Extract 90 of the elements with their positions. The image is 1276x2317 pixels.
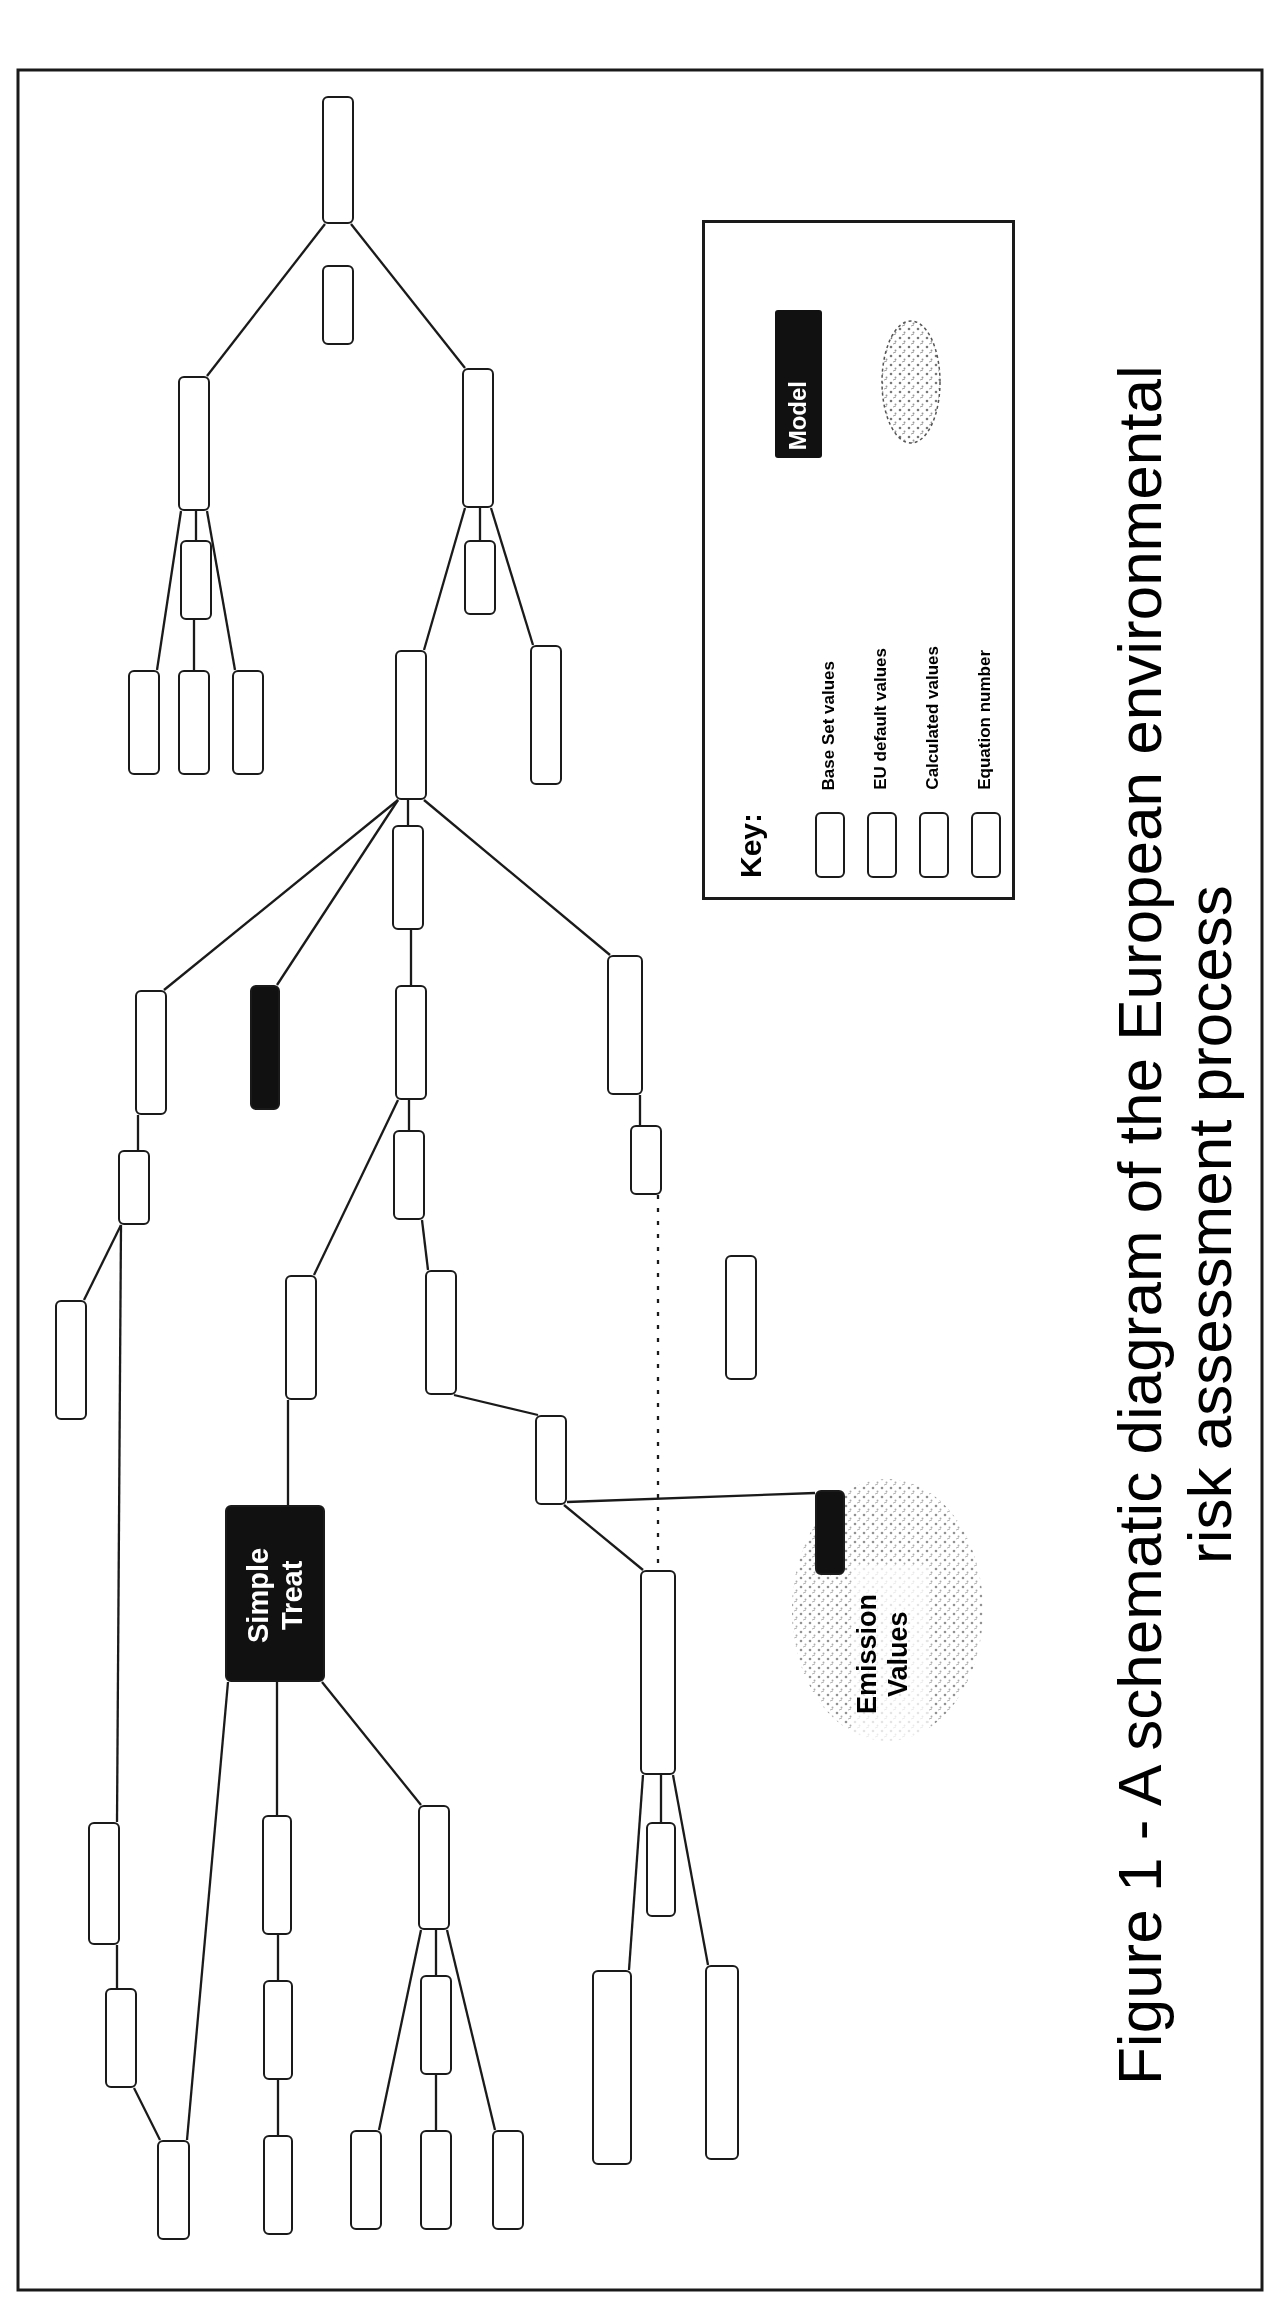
value-box (630, 1125, 662, 1195)
value-box (395, 985, 427, 1100)
connector-line (82, 1224, 123, 1301)
value-box (178, 670, 210, 775)
connector-line (422, 507, 467, 651)
value-box (180, 540, 212, 620)
value-box (322, 96, 354, 224)
connector-line (434, 2075, 438, 2130)
connector-line (489, 507, 535, 646)
connector-line (377, 1929, 423, 2131)
value-box (350, 2130, 382, 2230)
connector-line (478, 508, 482, 540)
connector-line (132, 2087, 162, 2141)
value-box (535, 1415, 567, 1505)
connector-line (671, 1774, 710, 1966)
connector-line (205, 510, 237, 671)
value-box (263, 2135, 293, 2235)
connector-line (423, 799, 611, 956)
connector-line (627, 1774, 645, 1971)
value-box (492, 2130, 524, 2230)
value-box (462, 368, 494, 508)
key-heading: Key: (734, 813, 768, 879)
value-box (393, 1130, 425, 1220)
connector-line (115, 1945, 119, 1988)
value-box (420, 1975, 452, 2075)
value-box (464, 540, 496, 615)
emission-cloud (790, 1477, 985, 1743)
connector-line (409, 930, 413, 985)
connector-line (566, 1491, 816, 1504)
node-label: Simple Treat (241, 1546, 309, 1646)
connector-line (115, 1225, 123, 1822)
value-box (128, 670, 160, 775)
value-box (178, 376, 210, 511)
connector-line (276, 799, 399, 986)
key-label: Model (784, 381, 812, 451)
value-box (418, 1805, 450, 1930)
connector-line (312, 1099, 400, 1276)
connector-line (194, 511, 198, 540)
legend-label: Calculated values (923, 646, 943, 790)
connector-line (206, 223, 326, 377)
connector-line (155, 510, 183, 671)
value-box (105, 1988, 137, 2088)
connector-line (563, 1504, 644, 1571)
legend-label: EU default values (871, 648, 891, 790)
connector-line (276, 2080, 280, 2135)
value-box (395, 650, 427, 800)
connector-line (638, 1095, 642, 1125)
value-box (262, 1815, 292, 1935)
model-box (815, 1490, 845, 1575)
connector-line (407, 1100, 411, 1130)
connector-line (192, 620, 196, 670)
value-box (285, 1275, 317, 1400)
connector-line (434, 1930, 438, 1975)
value-box (157, 2140, 190, 2240)
connector-line (321, 1681, 422, 1806)
value-box (425, 1270, 457, 1395)
connector-line (136, 1115, 140, 1150)
figure-caption: Figure 1 - A schematic diagram of the European environmental risk assessment process (1105, 364, 1245, 2087)
value-box (640, 1570, 676, 1775)
connector-line (406, 800, 410, 825)
connector-line (185, 1681, 230, 2141)
value-box (607, 955, 643, 1095)
legend-label: Base Set values (819, 661, 839, 791)
connector-line (163, 799, 399, 991)
value-box (55, 1300, 87, 1420)
value-box (135, 990, 167, 1115)
connector-line (286, 1400, 290, 1505)
connector-line (276, 1935, 280, 1980)
connector-line (420, 1219, 430, 1271)
connector-line (659, 1775, 663, 1822)
model-box (225, 1505, 325, 1682)
connector-line (445, 1929, 497, 2131)
value-box (118, 1150, 150, 1225)
legend-label: Equation number (975, 650, 995, 790)
value-box (725, 1255, 757, 1380)
value-box (232, 670, 264, 775)
value-box (392, 825, 424, 930)
value-box (592, 1970, 632, 2165)
connector-line (350, 223, 466, 369)
value-box (322, 265, 354, 345)
value-box (88, 1822, 120, 1945)
connector-line (453, 1393, 539, 1417)
value-box (420, 2130, 452, 2230)
value-box (705, 1965, 739, 2160)
value-box (263, 1980, 293, 2080)
connector-line (275, 1682, 279, 1815)
model-box (250, 985, 280, 1110)
value-box (530, 645, 562, 785)
node-label: Emission Values (852, 1565, 928, 1743)
value-box (646, 1822, 676, 1917)
